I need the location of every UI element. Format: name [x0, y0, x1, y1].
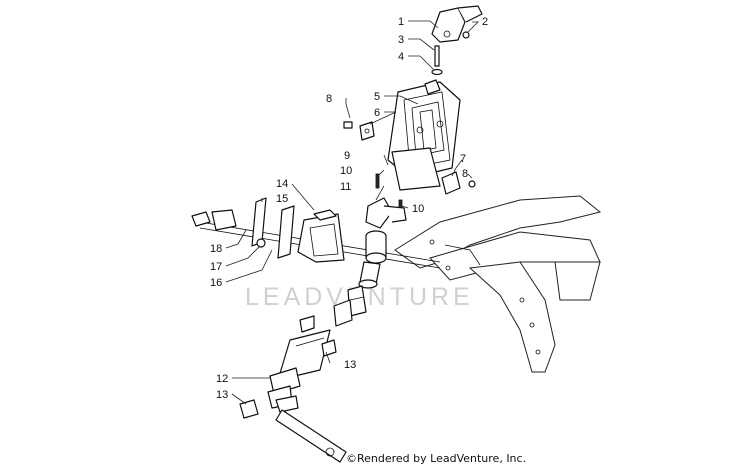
lower-shaft	[267, 315, 347, 463]
spring-10a	[375, 173, 380, 189]
callout-15: 15	[276, 193, 288, 205]
steering-cover-14	[297, 209, 345, 263]
callout-5: 5	[374, 91, 380, 103]
pivot-block-11	[365, 197, 407, 264]
callout-14: 14	[276, 178, 288, 190]
bolt-13b	[239, 399, 259, 419]
callout-1: 1	[398, 16, 404, 28]
bolt-18	[191, 211, 211, 227]
callout-13b: 13	[216, 389, 228, 401]
callout-9: 9	[344, 150, 350, 162]
bracket-7	[441, 171, 461, 195]
callout-17: 17	[210, 261, 222, 273]
steering-shaft	[333, 261, 381, 327]
callout-3: 3	[398, 34, 404, 46]
bolt-8b	[468, 180, 476, 188]
washer-4	[431, 68, 443, 76]
screw-2	[462, 31, 470, 39]
tilt-lever	[431, 5, 483, 43]
callout-8a: 8	[326, 93, 332, 105]
callout-18: 18	[210, 243, 222, 255]
callout-8b: 8	[462, 168, 468, 180]
callout-6: 6	[374, 107, 380, 119]
callout-10b: 10	[412, 203, 424, 215]
leader-lines	[225, 20, 479, 405]
callout-4: 4	[398, 51, 404, 63]
callout-7: 7	[460, 153, 466, 165]
callout-12: 12	[216, 373, 228, 385]
pin-3	[434, 45, 440, 67]
callout-11: 11	[340, 181, 351, 193]
callout-2: 2	[482, 16, 488, 28]
callout-labels: 1 2 3 4 5 6 7 8 8 9 10 10 11 12 13 13 14…	[210, 16, 488, 401]
callout-13a: 13	[344, 359, 356, 371]
steering-bracket	[387, 79, 461, 191]
bracket-15	[251, 197, 295, 259]
nut-16	[256, 238, 266, 248]
bolt-8a	[343, 121, 353, 129]
callout-16: 16	[210, 277, 222, 289]
bracket-6	[359, 121, 375, 141]
render-credit: ©Rendered by LeadVenture, Inc.	[346, 452, 527, 465]
chassis-frame	[394, 195, 602, 373]
callout-10a: 10	[340, 165, 352, 177]
clamp-17	[211, 209, 237, 231]
